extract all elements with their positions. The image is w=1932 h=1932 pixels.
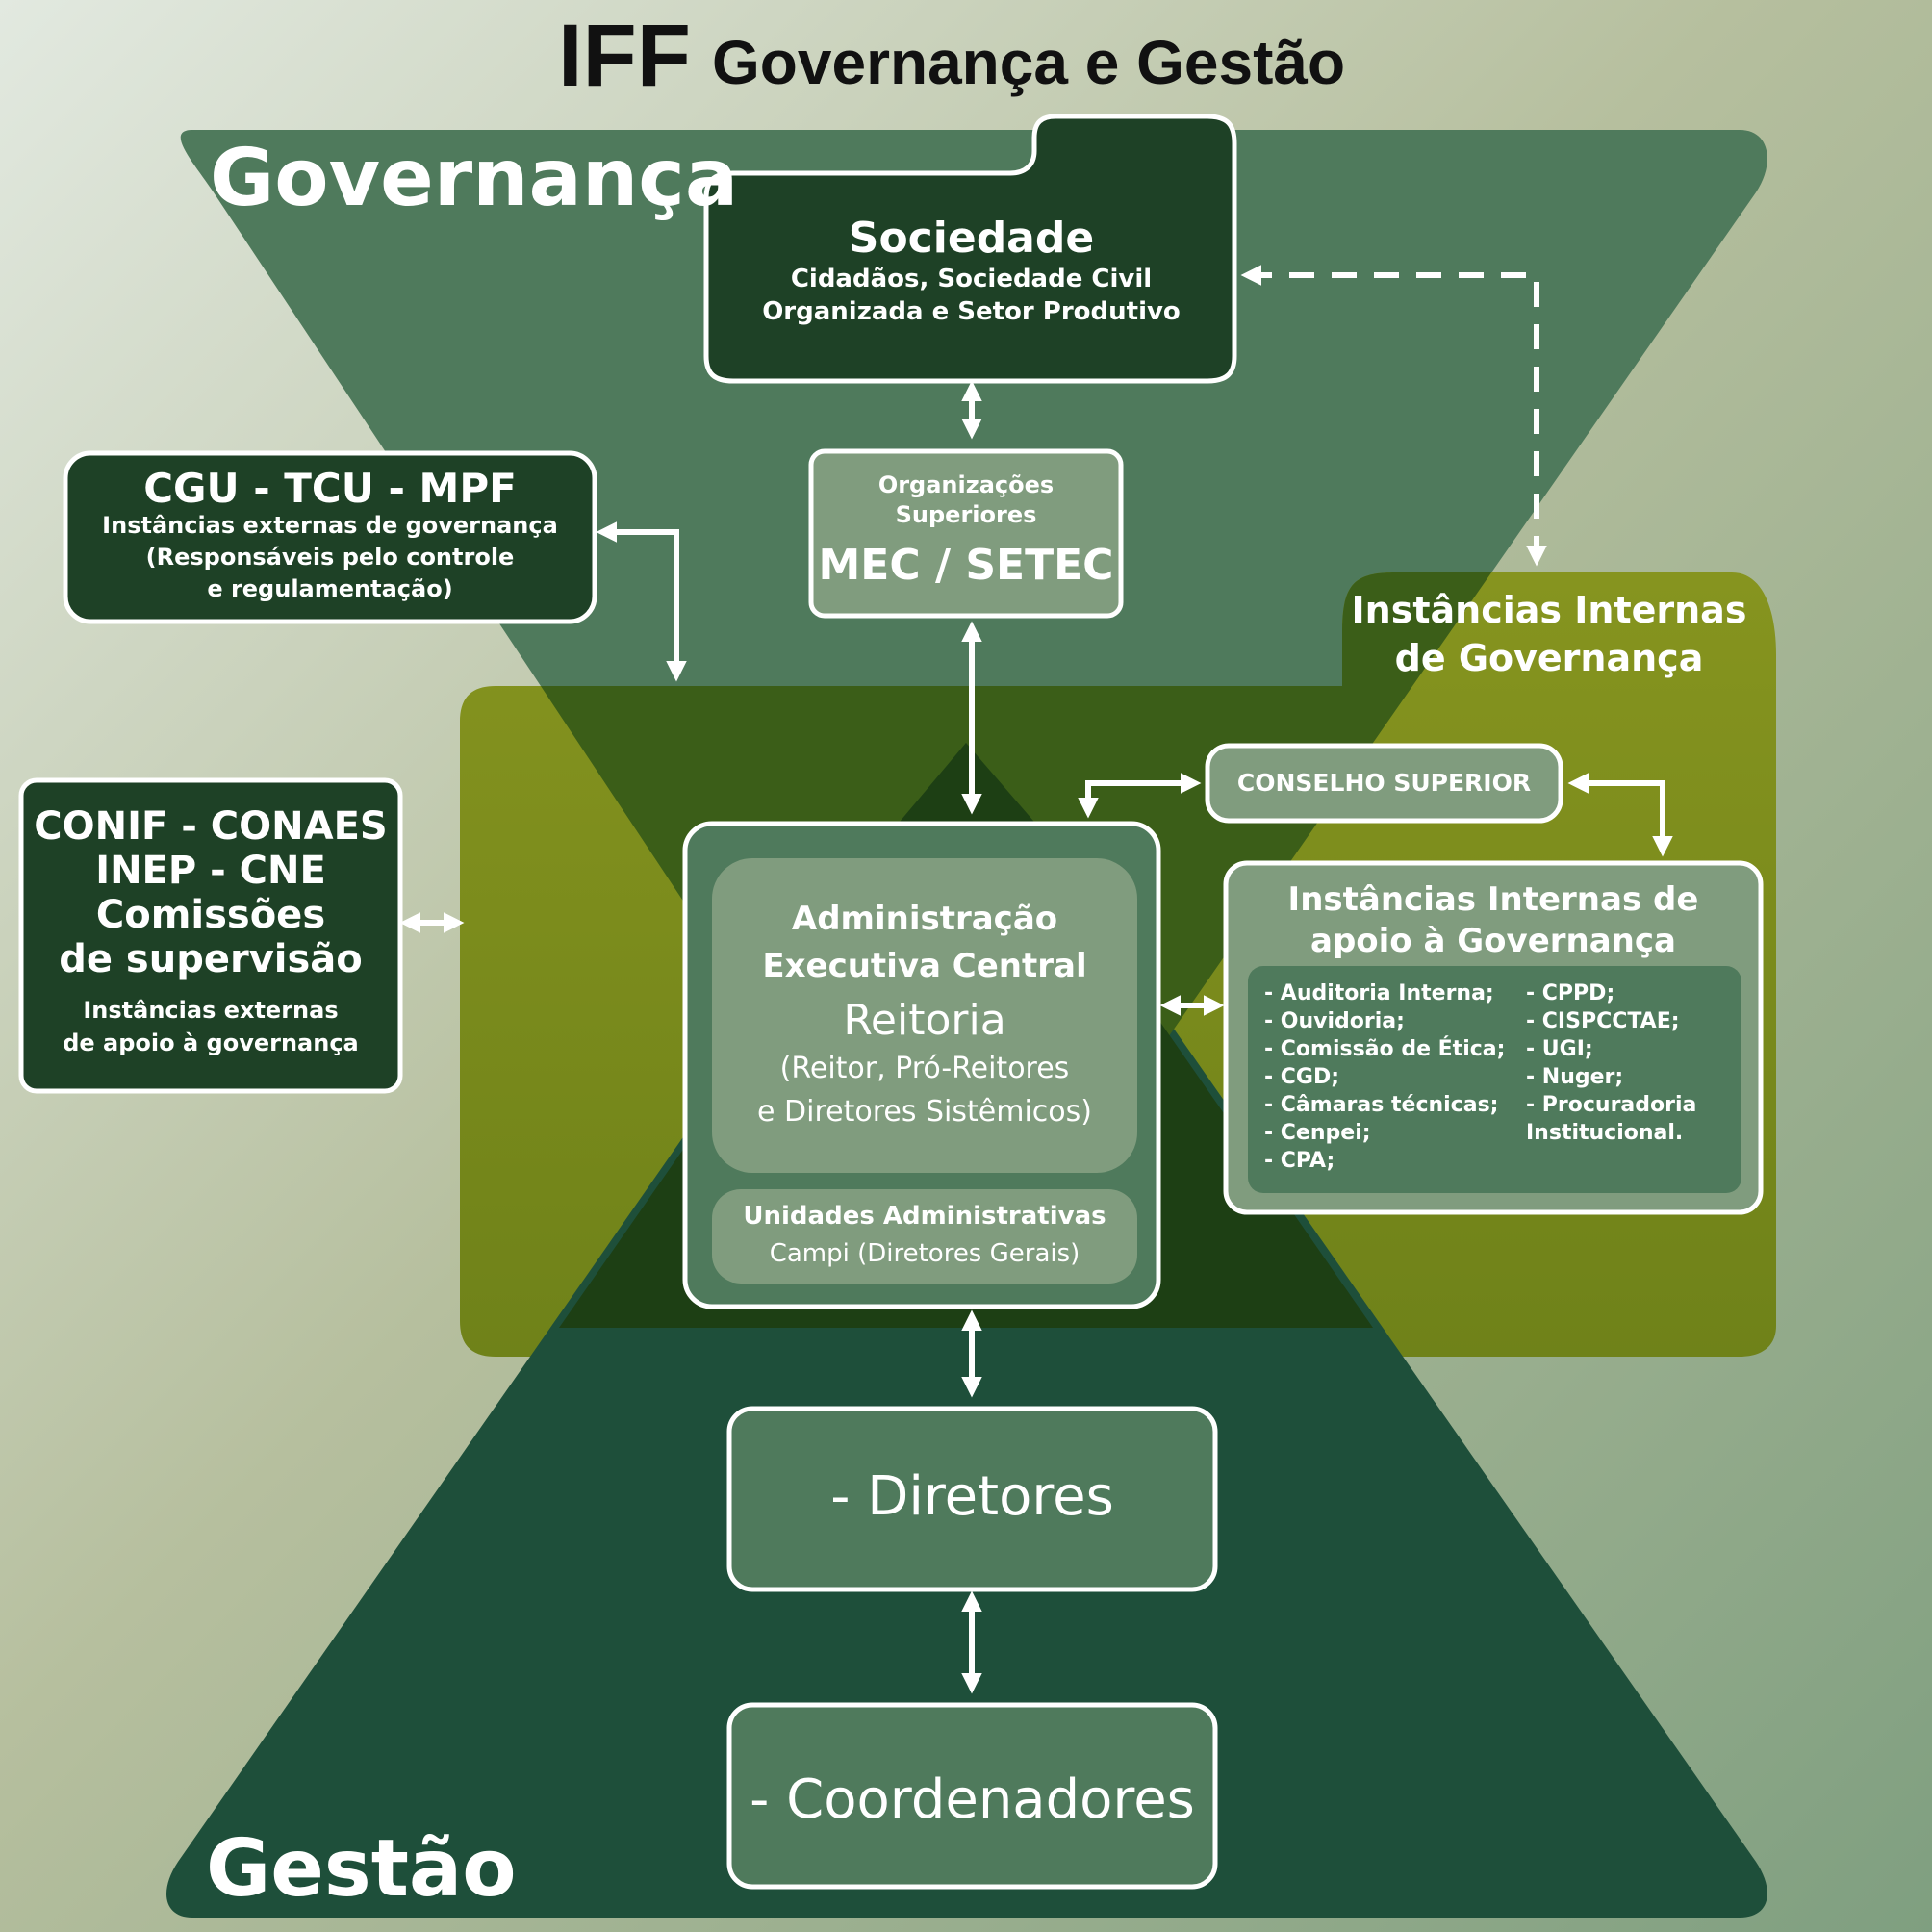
sociedade-line1: Cidadãos, Sociedade Civil	[790, 265, 1153, 293]
list-item: - UGI;	[1526, 1037, 1593, 1061]
mec-line2: Superiores	[895, 501, 1037, 528]
list-item: - CGD;	[1264, 1065, 1340, 1089]
gestao-label: Gestão	[206, 1823, 517, 1915]
sociedade-title: Sociedade	[848, 214, 1095, 263]
reitoria-title: Reitoria	[843, 996, 1006, 1045]
list-item: Institucional.	[1526, 1121, 1684, 1145]
governanca-label: Governança	[210, 133, 739, 224]
conif-line3: Comissões	[95, 893, 326, 937]
coordenadores-label: - Coordenadores	[750, 1768, 1195, 1831]
arrow-reitoria-conselho	[1078, 773, 1202, 819]
cgu-line3: e regulamentação)	[207, 575, 453, 602]
brand-label: IFF	[558, 7, 691, 105]
cgu-title: CGU - TCU - MPF	[143, 465, 517, 512]
reitoria-inner-box	[712, 858, 1137, 1173]
mec-title: MEC / SETEC	[818, 541, 1114, 590]
list-item: - Ouvidoria;	[1264, 1009, 1405, 1033]
conif-line2: INEP - CNE	[95, 849, 326, 893]
reitoria-line2: Executiva Central	[762, 947, 1087, 985]
diretores-label: - Diretores	[830, 1465, 1114, 1528]
mec-setec-box	[808, 448, 1124, 619]
apoio-line1: Instâncias Internas de	[1287, 880, 1699, 919]
page-title: Governança e Gestão	[712, 28, 1346, 97]
internas-line2: de Governança	[1394, 637, 1704, 679]
conif-line4: de supervisão	[59, 937, 363, 981]
list-item: - Cenpei;	[1264, 1121, 1371, 1145]
unidades-sub: Campi (Diretores Gerais)	[769, 1239, 1080, 1268]
apoio-list-col1: - Auditoria Interna; - Ouvidoria; - Comi…	[1264, 979, 1505, 1175]
apoio-list-box	[1248, 966, 1741, 1193]
conif-line6: de apoio à governança	[63, 1030, 359, 1056]
sociedade-box	[703, 114, 1237, 384]
list-item: - Auditoria Interna;	[1264, 981, 1494, 1005]
internas-line1: Instâncias Internas	[1351, 589, 1747, 631]
mec-line1: Organizações	[877, 471, 1055, 498]
conif-line1: CONIF - CONAES	[34, 804, 388, 849]
apoio-list-col2: - CPPD; - CISPCCTAE; - UGI; - Nuger; - P…	[1526, 979, 1696, 1147]
conif-box	[18, 777, 403, 1094]
list-item: - Procuradoria	[1526, 1093, 1697, 1117]
diretores-box	[726, 1406, 1218, 1592]
sociedade-line2: Organizada e Setor Produtivo	[762, 297, 1181, 326]
unidades-title: Unidades Administrativas	[743, 1202, 1106, 1231]
conif-line5: Instâncias externas	[83, 997, 339, 1024]
cgu-box	[63, 450, 597, 624]
unidades-inner-box	[712, 1189, 1137, 1284]
list-item: - CPPD;	[1526, 981, 1615, 1005]
arrow-sociedade-internas	[1240, 265, 1547, 567]
cgu-line2: (Responsáveis pelo controle	[145, 544, 515, 571]
conselho-box	[1205, 743, 1563, 824]
cgu-line1: Instâncias externas de governança	[102, 512, 558, 539]
list-item: - Comissão de Ética;	[1264, 1037, 1506, 1061]
list-item: - Câmaras técnicas;	[1264, 1093, 1499, 1117]
list-item: - CPA;	[1264, 1149, 1335, 1173]
arrow-cgu-panel	[596, 521, 687, 682]
reitoria-line1: Administração	[791, 900, 1058, 938]
reitoria-line3: (Reitor, Pró-Reitores	[779, 1052, 1070, 1085]
reitoria-line4: e Diretores Sistêmicos)	[757, 1095, 1092, 1129]
list-item: - Nuger;	[1526, 1065, 1624, 1089]
list-item: - CISPCCTAE;	[1526, 1009, 1680, 1033]
arrow-conselho-apoio	[1567, 773, 1673, 857]
apoio-line2: apoio à Governança	[1310, 922, 1676, 960]
coordenadores-box	[726, 1702, 1218, 1890]
conselho-label: CONSELHO SUPERIOR	[1236, 769, 1532, 797]
